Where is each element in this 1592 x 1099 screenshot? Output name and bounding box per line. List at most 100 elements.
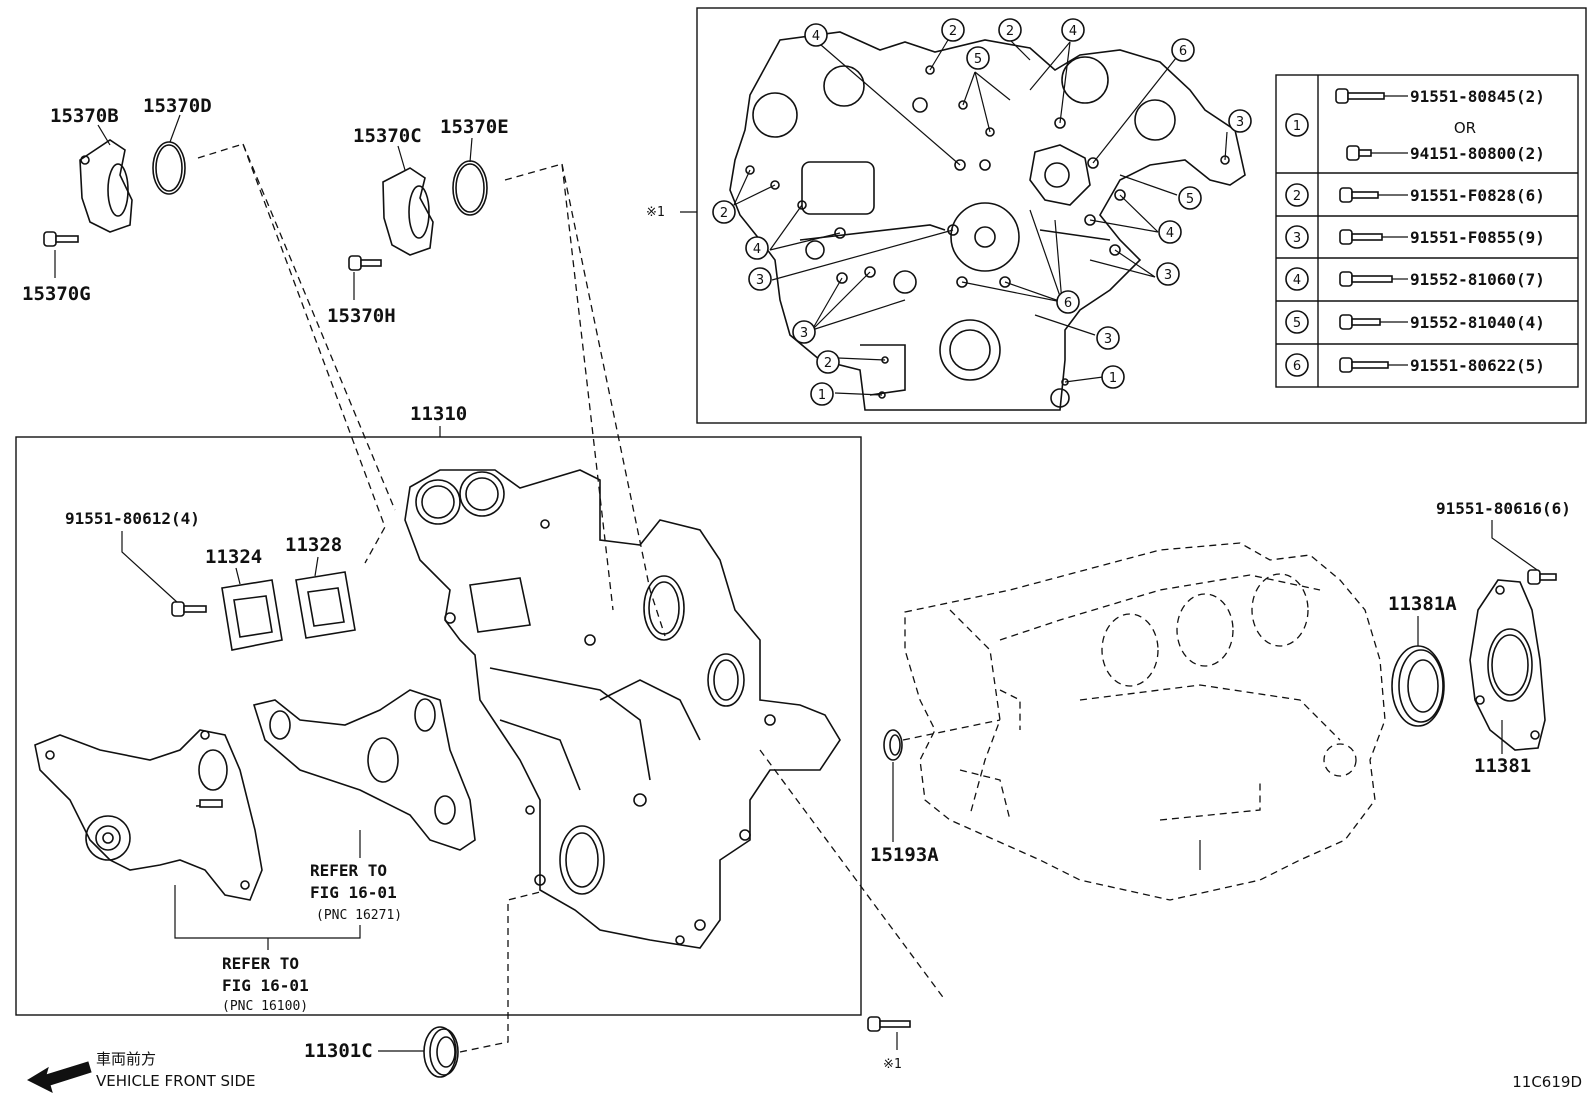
callout-2: 2: [816, 350, 840, 374]
svg-text:91551-F0855(9): 91551-F0855(9): [1410, 228, 1545, 247]
vehicle-front-indicator: 車両前方 VEHICLE FRONT SIDE: [26, 1050, 256, 1093]
callout-6: 6: [1056, 290, 1080, 314]
inset-leader-lines: [680, 39, 1228, 396]
label-15370h: 15370H: [327, 305, 396, 327]
inset-frame: [696, 7, 1587, 424]
svg-text:6: 6: [1064, 296, 1072, 311]
legend-row-1: 1 91551-80845(2) OR 94151-80800(2): [1285, 87, 1545, 163]
legend-row-5: 5 91552-81040(4): [1285, 310, 1545, 334]
svg-text:5: 5: [1293, 316, 1301, 331]
label-11381: 11381: [1474, 755, 1531, 777]
bolt-icon: [1339, 271, 1393, 287]
svg-text:OR: OR: [1454, 119, 1476, 137]
bolt-location-inset: 4 2 2 4 5 6 3 5 2 4 4 3 3 6 3 3 2 1 1 ※1: [646, 7, 1587, 424]
label-91551-80612: 91551-80612(4): [65, 509, 200, 528]
callout-3: 3: [748, 267, 772, 291]
figure-code: 11C619D: [1512, 1073, 1582, 1091]
timing-chain-cover: [404, 469, 841, 949]
label-15370g: 15370G: [22, 283, 91, 305]
timing-cover-assembly-box: [15, 436, 862, 1016]
svg-text:2: 2: [1006, 24, 1014, 39]
front-oil-seal: [423, 1026, 459, 1078]
bolt-reference-mark: ※1: [883, 1057, 902, 1072]
refer-note-2-line2: FIG 16-01: [222, 976, 309, 995]
svg-text:4: 4: [1293, 273, 1301, 288]
svg-text:91552-81040(4): 91552-81040(4): [1410, 313, 1545, 332]
svg-text:2: 2: [824, 356, 832, 371]
svg-text:91551-F0828(6): 91551-F0828(6): [1410, 186, 1545, 205]
bolt-91551-80612: [171, 601, 207, 617]
label-11310: 11310: [410, 403, 467, 425]
label-15193a: 15193A: [870, 844, 939, 866]
o-ring-d: [152, 141, 186, 195]
bolt-91551-80616: [1527, 569, 1557, 585]
label-15370d: 15370D: [143, 95, 212, 117]
callout-3: 3: [1096, 326, 1120, 350]
refer-note-1-line1: REFER TO: [310, 861, 387, 880]
rear-oil-seal-retainer: [1469, 579, 1546, 751]
svg-text:2: 2: [949, 24, 957, 39]
svg-text:1: 1: [1109, 371, 1117, 386]
refer-note-1-line3: (PNC 16271): [316, 908, 402, 923]
callout-4: 4: [1158, 220, 1182, 244]
legend-row-3: 3 91551-F0855(9): [1285, 225, 1545, 249]
water-pump: [34, 729, 263, 901]
svg-text:91551-80622(5): 91551-80622(5): [1410, 356, 1545, 375]
svg-text:94151-80800(2): 94151-80800(2): [1410, 144, 1545, 163]
refer-note-2-line1: REFER TO: [222, 954, 299, 973]
svg-text:91551-80845(2): 91551-80845(2): [1410, 87, 1545, 106]
svg-text:4: 4: [753, 242, 761, 257]
svg-text:2: 2: [1293, 189, 1301, 204]
arrow-left-icon: [26, 1061, 92, 1093]
callout-2: 2: [712, 200, 736, 224]
gasket-11328: [295, 571, 356, 639]
callout-4: 4: [745, 236, 769, 260]
bolt-legend-table: 1 91551-80845(2) OR 94151-80800(2) 2: [1275, 74, 1579, 388]
water-inlet-housing-c: [382, 167, 434, 256]
label-11301c: 11301C: [304, 1040, 373, 1062]
refer-note-2-line3: (PNC 16100): [222, 999, 308, 1014]
bolt-15370g: [43, 231, 79, 247]
bolt-icon: [1346, 145, 1372, 161]
svg-text:3: 3: [800, 326, 808, 341]
svg-text:6: 6: [1293, 359, 1301, 374]
inset-callouts: 4 2 2 4 5 6 3 5 2 4 4 3 3 6 3 3 2 1 1: [712, 18, 1252, 406]
label-11328: 11328: [285, 534, 342, 556]
cylinder-block: [904, 542, 1386, 901]
svg-text:4: 4: [812, 29, 820, 44]
bolt-icon: [1339, 357, 1389, 373]
svg-text:6: 6: [1179, 44, 1187, 59]
inset-timing-cover: [729, 31, 1246, 411]
bolt-icon: [1339, 187, 1379, 203]
callout-6: 6: [1171, 38, 1195, 62]
legend-row-4: 4 91552-81060(7): [1285, 267, 1545, 291]
front-label-jp: 車両前方: [96, 1050, 156, 1068]
gasket-11324: [221, 579, 283, 651]
legend-row-6: 6 91551-80622(5): [1285, 353, 1545, 377]
refer-note-1-line2: FIG 16-01: [310, 883, 397, 902]
callout-5: 5: [1178, 186, 1202, 210]
rear-oil-seal-11381a: [1391, 645, 1445, 727]
bolt-icon: [1339, 314, 1381, 330]
callout-5: 5: [966, 46, 990, 70]
svg-text:3: 3: [1104, 332, 1112, 347]
svg-text:4: 4: [1069, 24, 1077, 39]
svg-text:5: 5: [974, 52, 982, 67]
svg-text:3: 3: [1293, 231, 1301, 246]
label-15370c: 15370C: [353, 125, 422, 147]
svg-text:5: 5: [1186, 192, 1194, 207]
svg-text:2: 2: [720, 206, 728, 221]
o-ring-e: [452, 160, 488, 216]
inset-reference-mark: ※1: [646, 205, 665, 220]
svg-text:3: 3: [756, 273, 764, 288]
callout-2: 2: [998, 18, 1022, 42]
callout-3: 3: [1228, 109, 1252, 133]
callout-3: 3: [1156, 262, 1180, 286]
legend-row-2: 2 91551-F0828(6): [1285, 183, 1545, 207]
callout-1: 1: [810, 382, 834, 406]
label-15370b: 15370B: [50, 105, 119, 127]
svg-text:91552-81060(7): 91552-81060(7): [1410, 270, 1545, 289]
svg-text:1: 1: [818, 388, 826, 403]
svg-text:3: 3: [1164, 268, 1172, 283]
